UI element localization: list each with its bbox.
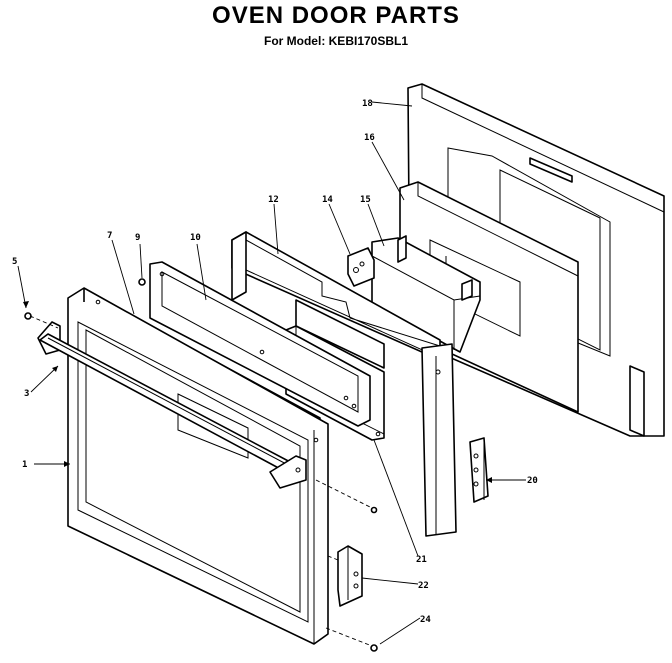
callout-labels: 1 3 5 7 9 10 12 14 15 16 18 20 21 22 24 bbox=[12, 99, 538, 625]
part-20-hinge-bracket bbox=[469, 437, 489, 503]
model-subtitle: For Model: KEBI170SBL1 bbox=[263, 34, 409, 48]
callout-10: 10 bbox=[190, 233, 201, 243]
callout-9: 9 bbox=[135, 233, 140, 243]
callout-24: 24 bbox=[420, 615, 431, 625]
screw-510 bbox=[370, 506, 378, 514]
callout-15: 15 bbox=[360, 195, 371, 205]
callout-12: 12 bbox=[268, 195, 279, 205]
callout-20: 20 bbox=[527, 476, 538, 486]
callout-3: 3 bbox=[24, 389, 29, 399]
part-10-window-pack bbox=[149, 261, 371, 427]
part-24-screw bbox=[370, 644, 378, 652]
part-14-bracket bbox=[347, 247, 375, 287]
callout-5: 5 bbox=[12, 257, 17, 267]
part-1-door-frame bbox=[67, 287, 329, 645]
part-3-door-handle bbox=[37, 321, 307, 489]
leader-lines bbox=[17, 101, 526, 645]
callout-16: 16 bbox=[364, 133, 375, 143]
assembly-lines bbox=[29, 315, 373, 647]
arrowheads bbox=[23, 301, 492, 483]
callout-1: 1 bbox=[22, 460, 27, 470]
part-22-hinge bbox=[337, 545, 363, 607]
part-9-screw bbox=[138, 278, 146, 286]
callout-22: 22 bbox=[418, 581, 429, 591]
callout-7: 7 bbox=[107, 231, 112, 241]
callout-14: 14 bbox=[322, 195, 333, 205]
callout-18: 18 bbox=[362, 99, 373, 109]
fasteners bbox=[24, 278, 378, 652]
part-12-inner-panel bbox=[231, 231, 457, 537]
callout-21: 21 bbox=[416, 555, 427, 565]
page-title: OVEN DOOR PARTS bbox=[212, 2, 460, 29]
